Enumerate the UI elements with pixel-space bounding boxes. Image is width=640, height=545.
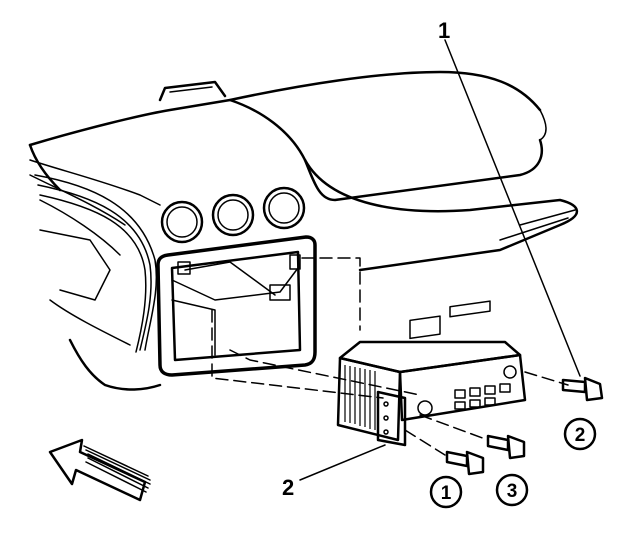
callout-number-1: 1	[441, 483, 452, 504]
dash-left-edge	[28, 143, 62, 192]
callout-circle-2	[563, 417, 597, 451]
bolt-1-head	[465, 450, 485, 476]
air-vent-center	[211, 193, 255, 237]
bolt-1	[445, 450, 485, 476]
bolt-1-shank	[445, 450, 469, 468]
dash-contour-2	[29, 174, 126, 226]
alignment-lines	[211, 257, 569, 456]
radio-unit	[336, 300, 527, 442]
alignment-line-left	[211, 309, 384, 399]
radio-cavity-brace	[184, 261, 276, 296]
wiring-harness-2	[37, 184, 152, 351]
alignment-line-mid	[229, 349, 421, 396]
dash-contour-1	[29, 159, 161, 206]
dash-lower-left-edge	[68, 338, 162, 391]
alignment-line-bolt-2	[524, 371, 569, 386]
defrost-vent	[158, 80, 227, 102]
air-vent-right	[262, 186, 306, 230]
dash-trim-line	[519, 209, 576, 226]
alignment-line-top	[301, 257, 361, 331]
radio-cavity-bracket	[171, 267, 299, 301]
callout-circle-3	[495, 473, 529, 507]
alignment-line-bolt-1	[404, 429, 446, 456]
instrument-panel	[28, 70, 579, 391]
leader-line-1	[444, 39, 581, 377]
bolt-2	[561, 376, 604, 402]
dash-contour-4	[49, 299, 131, 346]
arrow-outline	[48, 438, 147, 502]
radio-cavity-support	[171, 299, 216, 356]
leader-line-2	[299, 444, 386, 481]
bolt-2-shank	[561, 378, 587, 394]
radio-opening-frame	[156, 235, 317, 377]
opening-clip-left	[177, 261, 191, 275]
wiring-harness-3	[39, 194, 147, 353]
radio-connector	[269, 284, 291, 301]
callout-number-3: 3	[507, 481, 518, 502]
radio-knob-left	[417, 400, 433, 416]
radio-heatsink	[344, 365, 376, 430]
dash-left-bracket	[39, 229, 111, 301]
defrost-vent-slot	[169, 86, 213, 93]
radio-buttons	[454, 383, 511, 410]
callout-circle-1	[429, 475, 463, 509]
front-direction-arrow	[48, 438, 151, 502]
circled-callout-2: 2	[563, 417, 597, 451]
air-vents	[160, 186, 306, 244]
bracket-plate	[376, 390, 407, 447]
dash-top-edge	[28, 70, 542, 147]
callout-label-1: 1	[438, 18, 450, 43]
radio-opening-inner	[170, 250, 302, 362]
dash-trim-line-2	[499, 217, 569, 241]
callout-number-2: 2	[575, 425, 586, 446]
bolt-2-head	[583, 376, 604, 402]
alignment-line-bolt-3	[419, 414, 489, 441]
radio-side-face	[336, 356, 402, 442]
bolt-3-head	[506, 434, 526, 460]
bolt-3-shank	[486, 434, 510, 452]
callout-label-2: 2	[282, 475, 294, 500]
radio-knob-right	[503, 365, 517, 379]
opening-clip-right	[289, 254, 301, 270]
dash-contour-3	[39, 199, 121, 256]
circled-callout-1: 1	[429, 475, 463, 509]
mounting-bracket	[376, 390, 407, 447]
radio-cassette-slot	[449, 300, 491, 318]
dash-right-sweep	[303, 158, 579, 272]
bolt-3	[486, 434, 526, 460]
upper-panel-edge	[228, 98, 544, 202]
radio-front-face	[398, 353, 527, 422]
wiring-harness-1	[34, 174, 158, 351]
upper-panel-corner	[539, 109, 547, 141]
radio-opening	[156, 235, 317, 377]
radio-display	[409, 315, 441, 340]
circled-callout-3: 3	[495, 473, 529, 507]
air-vent-left	[160, 200, 204, 244]
